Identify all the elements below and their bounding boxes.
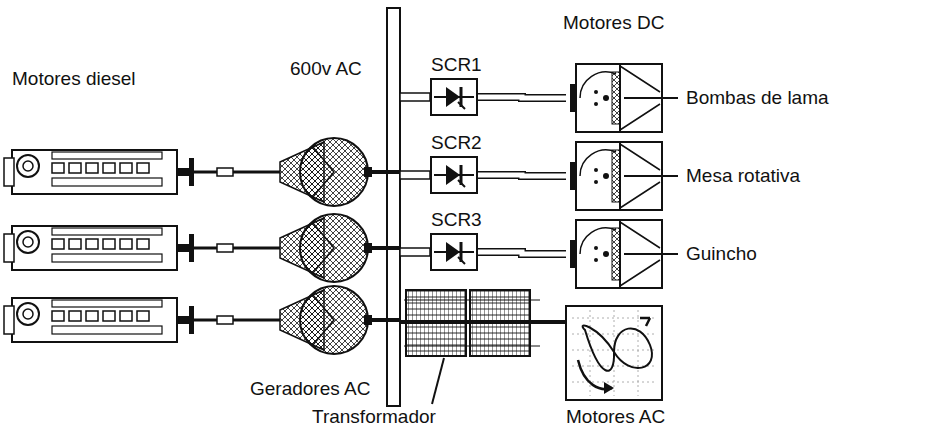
part-label: Transformador — [312, 406, 436, 428]
group-label: Motores diesel — [12, 68, 136, 90]
bus-voltage-label: 600v AC — [290, 58, 362, 80]
dc-motor-symbol — [566, 62, 678, 134]
scr-box: SCR3 — [430, 233, 478, 271]
scr-label: SCR2 — [431, 132, 482, 154]
diode-symbol — [432, 235, 476, 269]
dc-motor-symbol — [566, 218, 678, 290]
dc-cable — [478, 252, 566, 254]
group-label: Geradores AC — [250, 378, 370, 400]
motor-load-label: Guincho — [686, 243, 757, 265]
scr-label: SCR3 — [431, 209, 482, 231]
part-label: Motores AC — [566, 406, 665, 428]
group-label: Motores DC — [563, 12, 664, 34]
dc-cable — [478, 97, 566, 98]
dc-motor: Mesa rotativa — [566, 140, 678, 212]
scr-box: SCR1 — [430, 78, 478, 116]
scr-box: SCR2 — [430, 156, 478, 194]
dc-motor-symbol — [566, 140, 678, 212]
motor-load-label: Bombas de lama — [686, 87, 829, 109]
dc-cable — [478, 175, 566, 176]
scr-label: SCR1 — [431, 54, 482, 76]
diode-symbol — [432, 158, 476, 192]
dc-motor: Guincho — [566, 218, 678, 290]
motor-load-label: Mesa rotativa — [686, 165, 800, 187]
diode-symbol — [432, 80, 476, 114]
dc-motor: Bombas de lama — [566, 62, 678, 134]
